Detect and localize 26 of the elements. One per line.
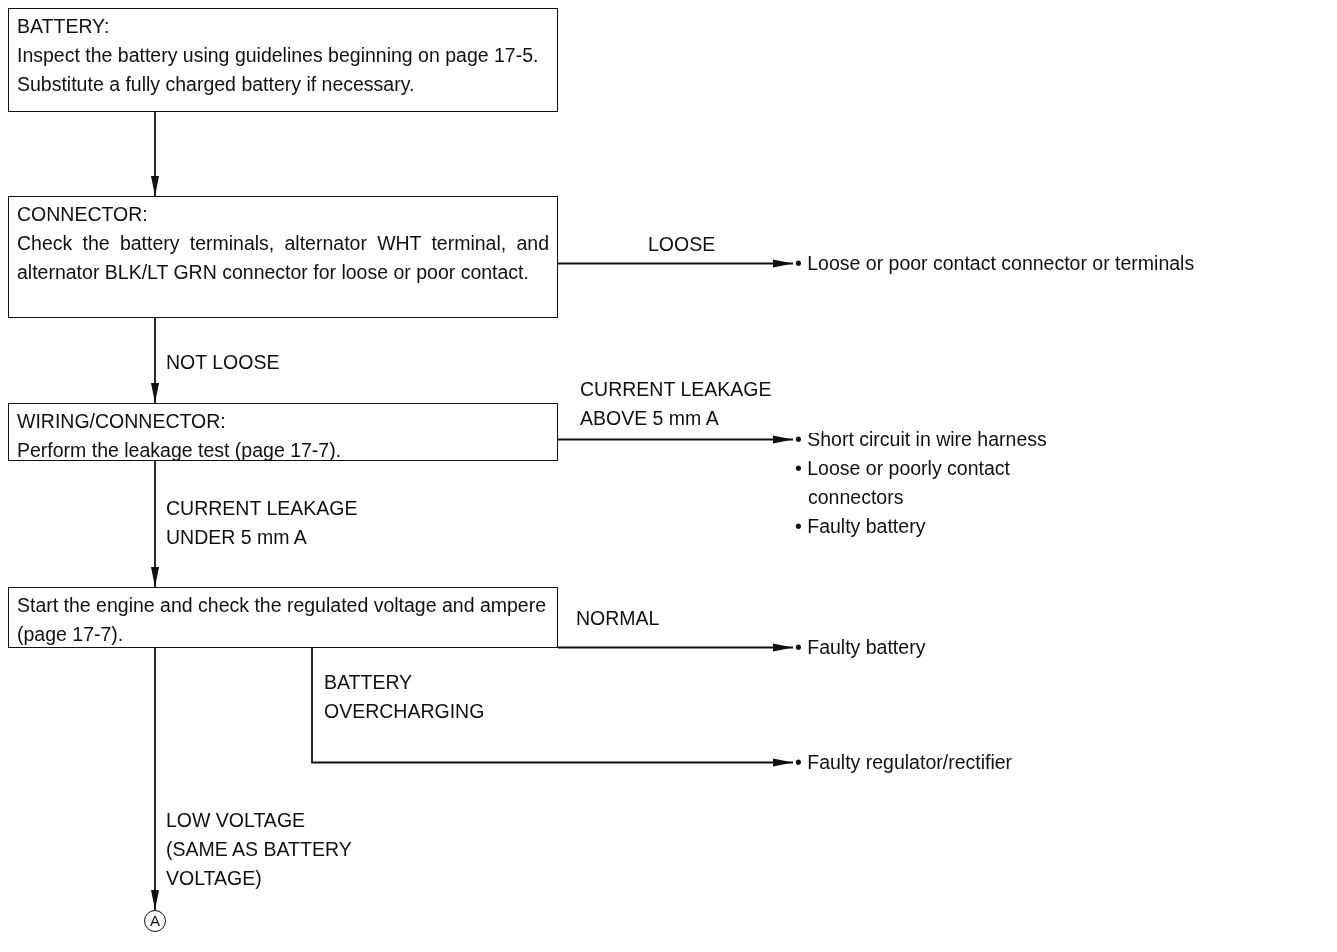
arrow xyxy=(151,111,159,197)
arrow xyxy=(557,259,794,268)
result-text: • Faulty battery xyxy=(795,635,927,660)
arrow xyxy=(151,460,159,588)
arrow xyxy=(311,647,794,767)
box-heading: BATTERY: xyxy=(17,14,111,39)
result-text: • Faulty battery xyxy=(795,514,927,539)
box-heading: CONNECTOR: xyxy=(17,202,149,227)
result-text: • Faulty regulator/rectifier xyxy=(795,750,1014,775)
result-text: • Loose or poor contact connector or terminals xyxy=(795,251,1196,276)
box-text: Perform the leakage test (page 17-7). xyxy=(17,438,343,463)
arrow xyxy=(557,435,794,444)
box-text: Inspect the battery using guidelines beginning on page 17-5. xyxy=(17,43,540,68)
result-text: • Loose or poorly contact connectors xyxy=(795,456,1011,510)
process-box xyxy=(8,196,558,318)
connector-letter: A xyxy=(150,912,160,929)
process-box xyxy=(8,403,558,461)
process-box xyxy=(8,8,558,112)
connector-circle xyxy=(144,910,166,932)
arrow xyxy=(151,647,159,911)
box-text: Check the battery terminals, alternator WHT terminal, and alternator BLK/LT GRN connector for loose or poor contact. xyxy=(17,231,549,285)
box-text: Start the engine and check the regulated voltage and ampere (page 17-7). xyxy=(17,593,548,647)
arrow xyxy=(151,317,159,404)
box-text: Substitute a fully charged battery if necessary. xyxy=(17,72,416,97)
arrow xyxy=(557,643,794,652)
box-heading: WIRING/CONNECTOR: xyxy=(17,409,227,434)
